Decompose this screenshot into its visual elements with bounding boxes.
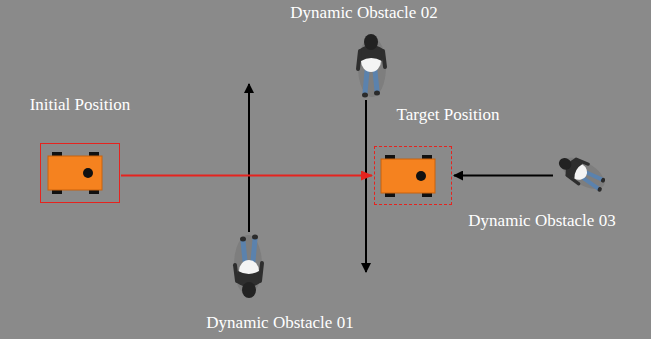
robot-position: Initial Position	[30, 95, 131, 203]
position-label: Dynamic Obstacle 01	[206, 313, 353, 333]
motion-arrow	[248, 84, 250, 232]
robot-position: Target Position	[397, 105, 500, 205]
robot-icon	[47, 151, 113, 195]
person-figure	[354, 27, 389, 99]
robot-icon	[380, 154, 446, 198]
person-figure	[231, 233, 266, 305]
pedestrian-obstacle: Dynamic Obstacle 02	[290, 3, 437, 99]
target-frame	[374, 146, 452, 205]
planned-path	[121, 175, 372, 177]
pedestrian-obstacle: Dynamic Obstacle 01	[206, 233, 353, 333]
position-label: Dynamic Obstacle 02	[290, 3, 437, 23]
person-figure	[555, 143, 605, 201]
start-frame	[40, 143, 120, 203]
motion-arrow	[454, 175, 553, 177]
position-label: Initial Position	[30, 95, 131, 115]
pedestrian-obstacle: Dynamic Obstacle 03	[468, 143, 615, 231]
position-label: Target Position	[397, 105, 500, 125]
position-label: Dynamic Obstacle 03	[468, 211, 615, 231]
motion-arrow	[365, 100, 367, 272]
